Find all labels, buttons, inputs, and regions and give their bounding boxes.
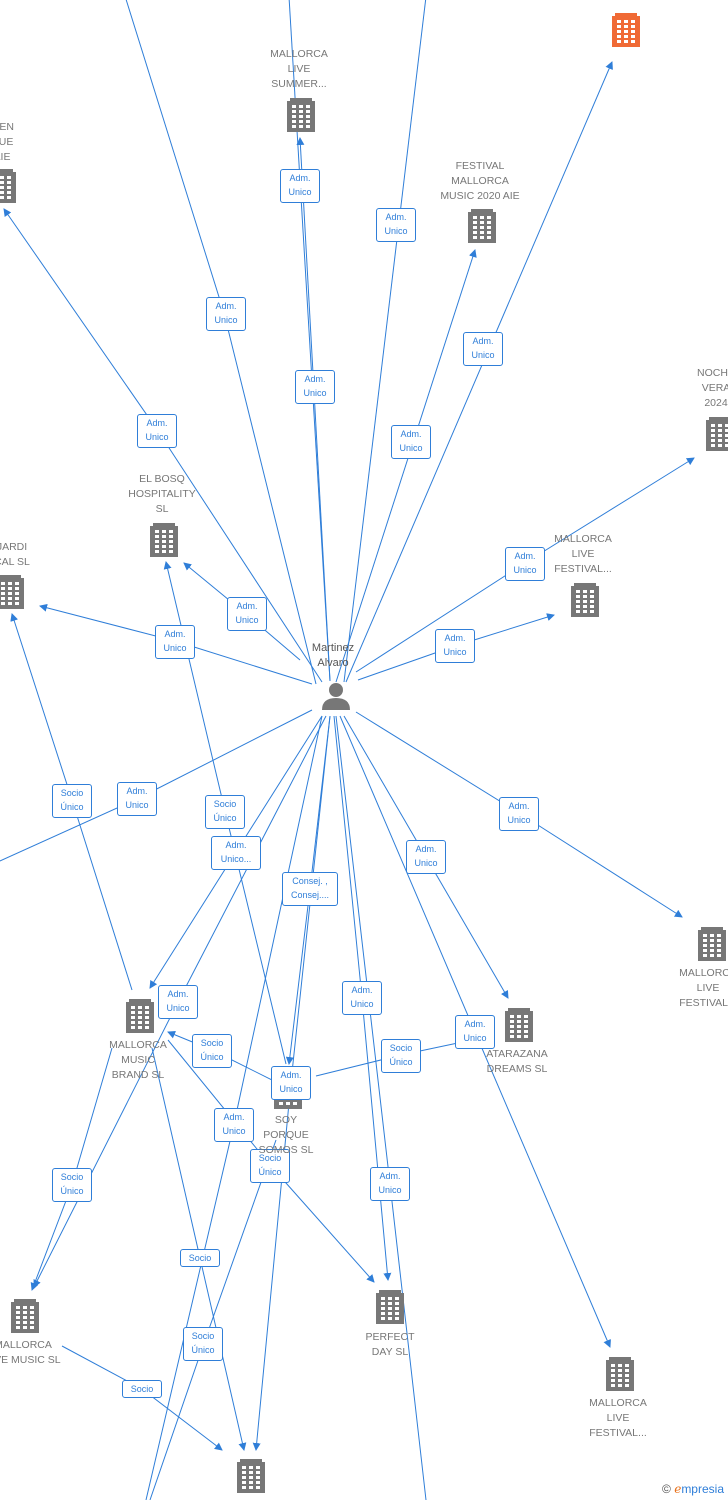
building-icon[interactable] — [612, 13, 640, 47]
company-name[interactable]: PERFECT DAY SL — [365, 1331, 415, 1358]
edge-line — [296, 137, 331, 682]
edge-role-label[interactable]: Socio Único — [250, 1149, 290, 1183]
edge-role-label[interactable]: Adm. Unico — [155, 625, 195, 659]
edge-role-label[interactable]: Socio Único — [381, 1039, 421, 1073]
company-name[interactable]: MALLORCA LIVE FESTIVAL... — [589, 1397, 647, 1439]
building-icon[interactable] — [468, 209, 496, 243]
building-icon[interactable] — [505, 1008, 533, 1042]
edge-line — [335, 249, 477, 683]
edge-role-label[interactable]: Socio Único — [192, 1034, 232, 1068]
building-icon[interactable] — [376, 1290, 404, 1324]
edge-role-label[interactable]: Socio Único — [52, 784, 92, 818]
edge-role-label[interactable]: Socio Único — [52, 1168, 92, 1202]
edge-line — [345, 61, 613, 683]
company-name[interactable]: JARDI CAL SL — [0, 541, 30, 568]
edge-role-label[interactable]: Adm. Unico — [455, 1015, 495, 1049]
edge-role-label[interactable]: Adm. Unico — [117, 782, 157, 816]
building-icon[interactable] — [0, 575, 24, 609]
company-name[interactable]: MALLORCA LIVE MUSIC SL — [0, 1339, 61, 1366]
person-icon[interactable] — [322, 683, 350, 710]
building-icon[interactable] — [150, 523, 178, 557]
edge-role-label[interactable]: Adm. Unico — [376, 208, 416, 242]
edge-role-label[interactable]: Socio Único — [183, 1327, 223, 1361]
building-icon[interactable] — [0, 169, 16, 203]
building-icon[interactable] — [126, 999, 154, 1033]
edge-role-label[interactable]: Adm. Unico — [137, 414, 177, 448]
edge-role-label[interactable]: Adm. Unico — [227, 597, 267, 631]
building-icon[interactable] — [571, 583, 599, 617]
edge-role-label[interactable]: Adm. Unico... — [211, 836, 261, 870]
edge-role-label[interactable]: Adm. Unico — [214, 1108, 254, 1142]
edge-role-label[interactable]: Socio — [122, 1380, 162, 1398]
building-icon[interactable] — [11, 1299, 39, 1333]
company-name[interactable]: MALLORCA LIVE FESTIVAL... — [554, 533, 612, 575]
building-icon[interactable] — [706, 417, 728, 451]
company-name[interactable]: FESTIVAL MALLORCA MUSIC 2020 AIE — [440, 160, 520, 202]
edge-role-label[interactable]: Adm. Unico — [342, 981, 382, 1015]
company-name[interactable]: MALLORCA MUSIC BRAND SL — [109, 1039, 167, 1081]
edge-line — [149, 1139, 277, 1500]
footer-brand[interactable]: © empresia — [662, 1482, 724, 1496]
company-name[interactable]: A EN QUE AIE — [0, 121, 14, 163]
company-name[interactable]: ATARAZANA DREAMS SL — [486, 1048, 548, 1075]
edge-role-label[interactable]: Socio Único — [205, 795, 245, 829]
edge-role-label[interactable]: Adm. Unico — [463, 332, 503, 366]
edge-role-label[interactable]: Adm. Unico — [435, 629, 475, 663]
company-name[interactable]: MALLORCA LIVE SUMMER... — [270, 48, 328, 90]
company-name[interactable]: EL BOSQ HOSPITALITY SL — [128, 473, 196, 515]
edge-role-label[interactable]: Adm. Unico — [280, 169, 320, 203]
edge-role-label[interactable]: Adm. Unico — [505, 547, 545, 581]
edge-role-label[interactable]: Adm. Unico — [406, 840, 446, 874]
edge-line — [125, 0, 317, 685]
edges-layer — [0, 0, 695, 1500]
edge-line — [288, 0, 331, 682]
building-icon[interactable] — [606, 1357, 634, 1391]
edge-role-label[interactable]: Adm. Unico — [295, 370, 335, 404]
building-icon[interactable] — [698, 927, 726, 961]
building-icon[interactable] — [287, 98, 315, 132]
brand-name: mpresia — [681, 1482, 724, 1496]
edge-role-label[interactable]: Adm. Unico — [370, 1167, 410, 1201]
company-name[interactable]: MALLORCA LIVE FESTIVAL... — [679, 967, 728, 1009]
edge-role-label[interactable]: Adm. Unico — [206, 297, 246, 331]
brand-initial: e — [674, 1482, 682, 1496]
edge-role-label[interactable]: Adm. Unico — [391, 425, 431, 459]
building-icon[interactable] — [237, 1459, 265, 1493]
edge-role-label[interactable]: Adm. Unico — [158, 985, 198, 1019]
edge-role-label[interactable]: Adm. Unico — [271, 1066, 311, 1100]
copyright-symbol: © — [662, 1482, 671, 1496]
edge-role-label[interactable]: Socio — [180, 1249, 220, 1267]
edge-role-label[interactable]: Consej. , Consej.... — [282, 872, 338, 906]
person-name[interactable]: Martinez Alvaro — [311, 642, 355, 669]
company-name[interactable]: NOCHE VERA 2024 — [697, 367, 728, 409]
edge-line — [343, 0, 427, 683]
company-name[interactable]: SOY PORQUE SOMOS SL — [258, 1114, 314, 1156]
edge-role-label[interactable]: Adm. Unico — [499, 797, 539, 831]
